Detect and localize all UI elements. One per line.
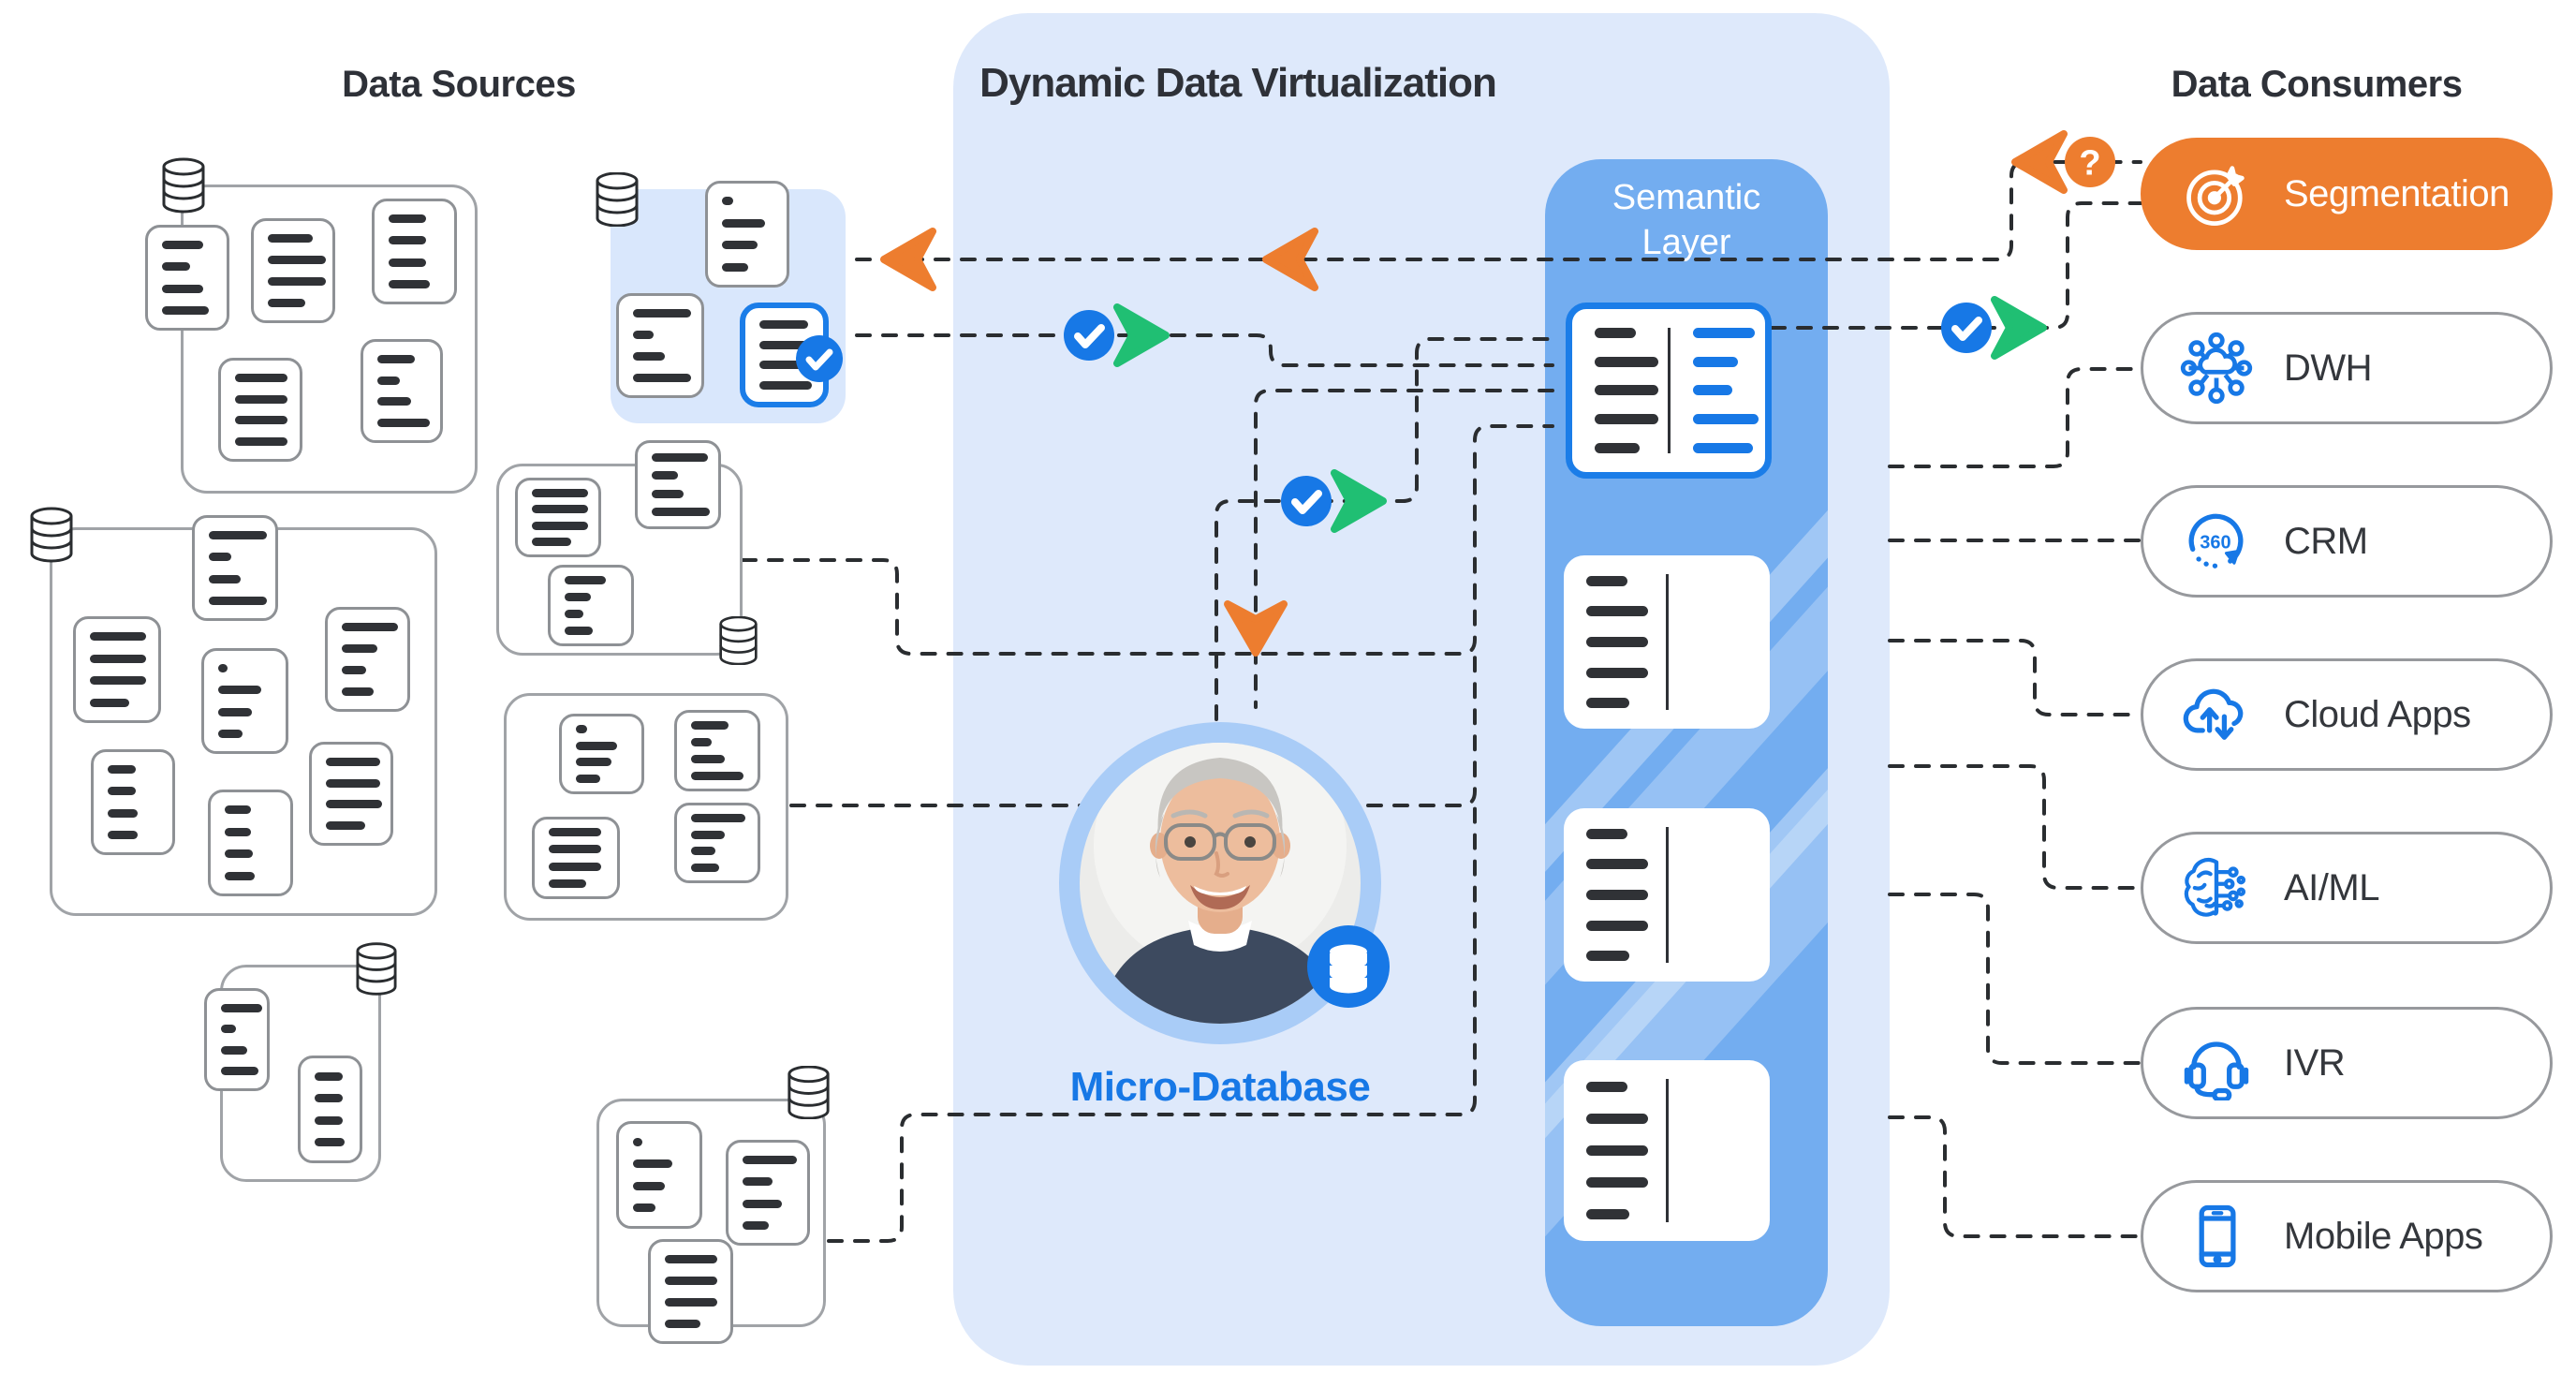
svg-text:?: ?: [2079, 144, 2100, 184]
wire-panel-to-cloud-apps: [1888, 639, 2142, 716]
wire-selected-doc-to-semantic: [855, 333, 1554, 367]
target-icon: [2179, 156, 2284, 231]
orange-chevron-arrow: [1224, 600, 1288, 657]
consumers-title: Data Consumers: [2171, 64, 2463, 105]
customer-photo: [1059, 722, 1390, 1044]
headset-icon: [2179, 1026, 2284, 1100]
consumer-label: DWH: [2284, 347, 2373, 389]
smartphone-icon: [2179, 1199, 2284, 1274]
cloud-sync-icon: [2179, 677, 2284, 752]
consumer-crm[interactable]: 360 CRM: [2141, 485, 2553, 598]
micro-database-label: Micro-Database: [1069, 1064, 1371, 1110]
orange-chevron-arrow: [880, 228, 936, 291]
wire-query-to-segmentation: [855, 160, 2142, 261]
sources-title: Data Sources: [342, 64, 576, 105]
database-badge: [1307, 925, 1390, 1008]
consumer-segmentation[interactable]: Segmentation: [2141, 138, 2553, 250]
check-icon: [1281, 476, 1332, 526]
consumer-label: Cloud Apps: [2284, 693, 2471, 735]
hub-icon: [2179, 331, 2284, 406]
consumer-mobile-apps[interactable]: Mobile Apps: [2141, 1180, 2553, 1292]
consumer-label: Segmentation: [2284, 172, 2510, 214]
wire-cluster6-to-semantic: [827, 805, 1477, 1243]
crm-360-icon: 360: [2179, 504, 2284, 579]
wire-panel-to-aiml: [1888, 764, 2142, 890]
wire-semantic-to-microdb: [1254, 389, 1554, 709]
wire-cluster3-to-semantic: [741, 424, 1554, 656]
orange-chevron-arrow: [2011, 130, 2068, 194]
consumer-label: AI/ML: [2284, 866, 2379, 908]
wire-panel-to-mobile-apps: [1888, 1115, 2142, 1238]
green-chevron-arrow: [1991, 296, 2047, 360]
wire-panel-to-dwh: [1888, 367, 2142, 468]
consumer-cloud-apps[interactable]: Cloud Apps: [2141, 658, 2553, 771]
semantic-layer-label: Semantic Layer: [1612, 178, 1761, 262]
green-chevron-arrow: [1331, 469, 1387, 533]
page-title: Dynamic Data Virtualization: [979, 60, 1497, 106]
question-icon: ?: [2065, 137, 2115, 187]
consumer-label: Mobile Apps: [2284, 1215, 2483, 1257]
consumer-label: IVR: [2284, 1041, 2346, 1084]
brain-circuit-icon: [2179, 850, 2284, 925]
consumer-ivr[interactable]: IVR: [2141, 1007, 2553, 1119]
wire-panel-to-ivr: [1888, 893, 2142, 1065]
green-chevron-arrow: [1113, 303, 1170, 367]
consumer-ai-ml[interactable]: AI/ML: [2141, 832, 2553, 944]
orange-chevron-arrow: [1262, 228, 1318, 291]
svg-text:360: 360: [2200, 532, 2230, 553]
person-portrait: [1080, 743, 1361, 1024]
wire-cluster4-to-semantic: [789, 654, 1477, 807]
wire-semantic-to-segmentation: [1770, 201, 2142, 330]
check-icon: [1064, 310, 1114, 361]
consumer-dwh[interactable]: DWH: [2141, 312, 2553, 424]
consumer-label: CRM: [2284, 520, 2368, 562]
check-icon: [1941, 303, 1992, 353]
wire-microdb-to-semantic: [1214, 337, 1554, 721]
